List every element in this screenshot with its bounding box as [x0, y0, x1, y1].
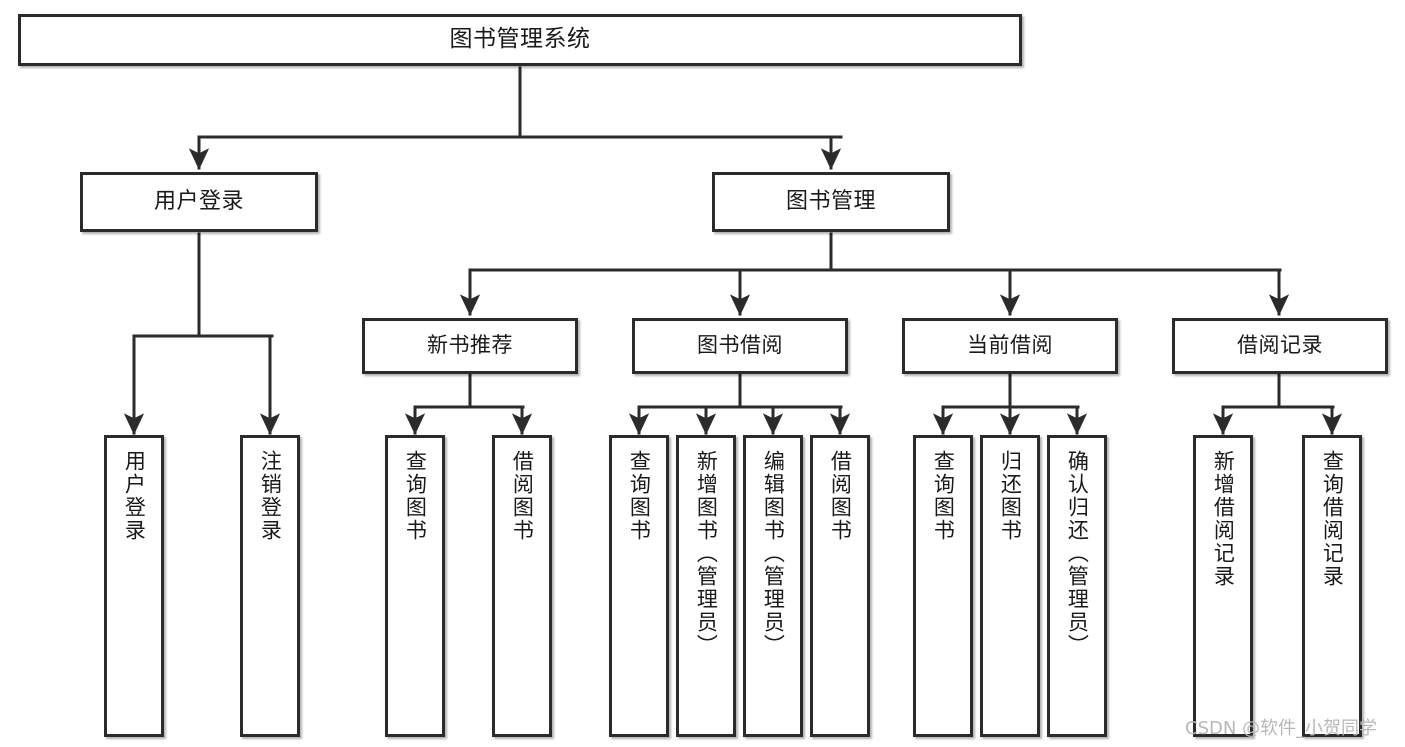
node-label: 编辑图书（管理员）	[761, 450, 786, 657]
node-label: 确认归还（管理员）	[1065, 450, 1090, 657]
leaf-logout[interactable]: 注销登录	[240, 435, 300, 737]
node-borrow-record[interactable]: 借阅记录	[1172, 318, 1388, 374]
node-label: 借阅记录	[1237, 333, 1323, 358]
leaf-borrow-add-book-admin[interactable]: 新增图书（管理员）	[676, 435, 736, 737]
leaf-user-login[interactable]: 用户登录	[104, 435, 164, 737]
node-user-login[interactable]: 用户登录	[80, 172, 318, 232]
leaf-borrow-edit-book-admin[interactable]: 编辑图书（管理员）	[743, 435, 803, 737]
node-label: 借阅图书	[510, 450, 535, 542]
node-label: 查询借阅记录	[1320, 450, 1345, 588]
node-label: 当前借阅	[967, 333, 1053, 358]
leaf-recommend-borrow-book[interactable]: 借阅图书	[492, 435, 552, 737]
node-label: 查询图书	[627, 450, 652, 542]
node-root-system[interactable]: 图书管理系统	[18, 14, 1022, 66]
leaf-current-return-book[interactable]: 归还图书	[980, 435, 1040, 737]
node-label: 用户登录	[122, 450, 147, 542]
node-label: 用户登录	[153, 188, 244, 214]
node-label: 图书管理系统	[449, 26, 591, 53]
node-label: 新书推荐	[427, 333, 513, 358]
node-label: 图书管理	[785, 188, 876, 214]
leaf-record-add-borrow-record[interactable]: 新增借阅记录	[1193, 435, 1253, 737]
node-book-borrow[interactable]: 图书借阅	[632, 318, 848, 374]
leaf-record-query-borrow-record[interactable]: 查询借阅记录	[1302, 435, 1362, 737]
node-label: 注销登录	[258, 450, 283, 542]
leaf-recommend-query-book[interactable]: 查询图书	[385, 435, 445, 737]
node-label: 新增借阅记录	[1211, 450, 1236, 588]
node-label: 图书借阅	[697, 333, 783, 358]
node-book-management[interactable]: 图书管理	[712, 172, 950, 232]
leaf-current-confirm-return-admin[interactable]: 确认归还（管理员）	[1047, 435, 1107, 737]
leaf-borrow-query-book[interactable]: 查询图书	[609, 435, 669, 737]
node-label: 查询图书	[403, 450, 428, 542]
node-label: 新增图书（管理员）	[694, 450, 719, 657]
node-label: 查询图书	[931, 450, 956, 542]
node-new-book-recommend[interactable]: 新书推荐	[362, 318, 578, 374]
node-current-borrow[interactable]: 当前借阅	[902, 318, 1118, 374]
leaf-current-query-book[interactable]: 查询图书	[913, 435, 973, 737]
node-label: 归还图书	[998, 450, 1023, 542]
csdn-watermark: CSDN @软件_小贺同学	[1185, 718, 1378, 739]
leaf-borrow-borrow-book[interactable]: 借阅图书	[810, 435, 870, 737]
node-label: 借阅图书	[828, 450, 853, 542]
